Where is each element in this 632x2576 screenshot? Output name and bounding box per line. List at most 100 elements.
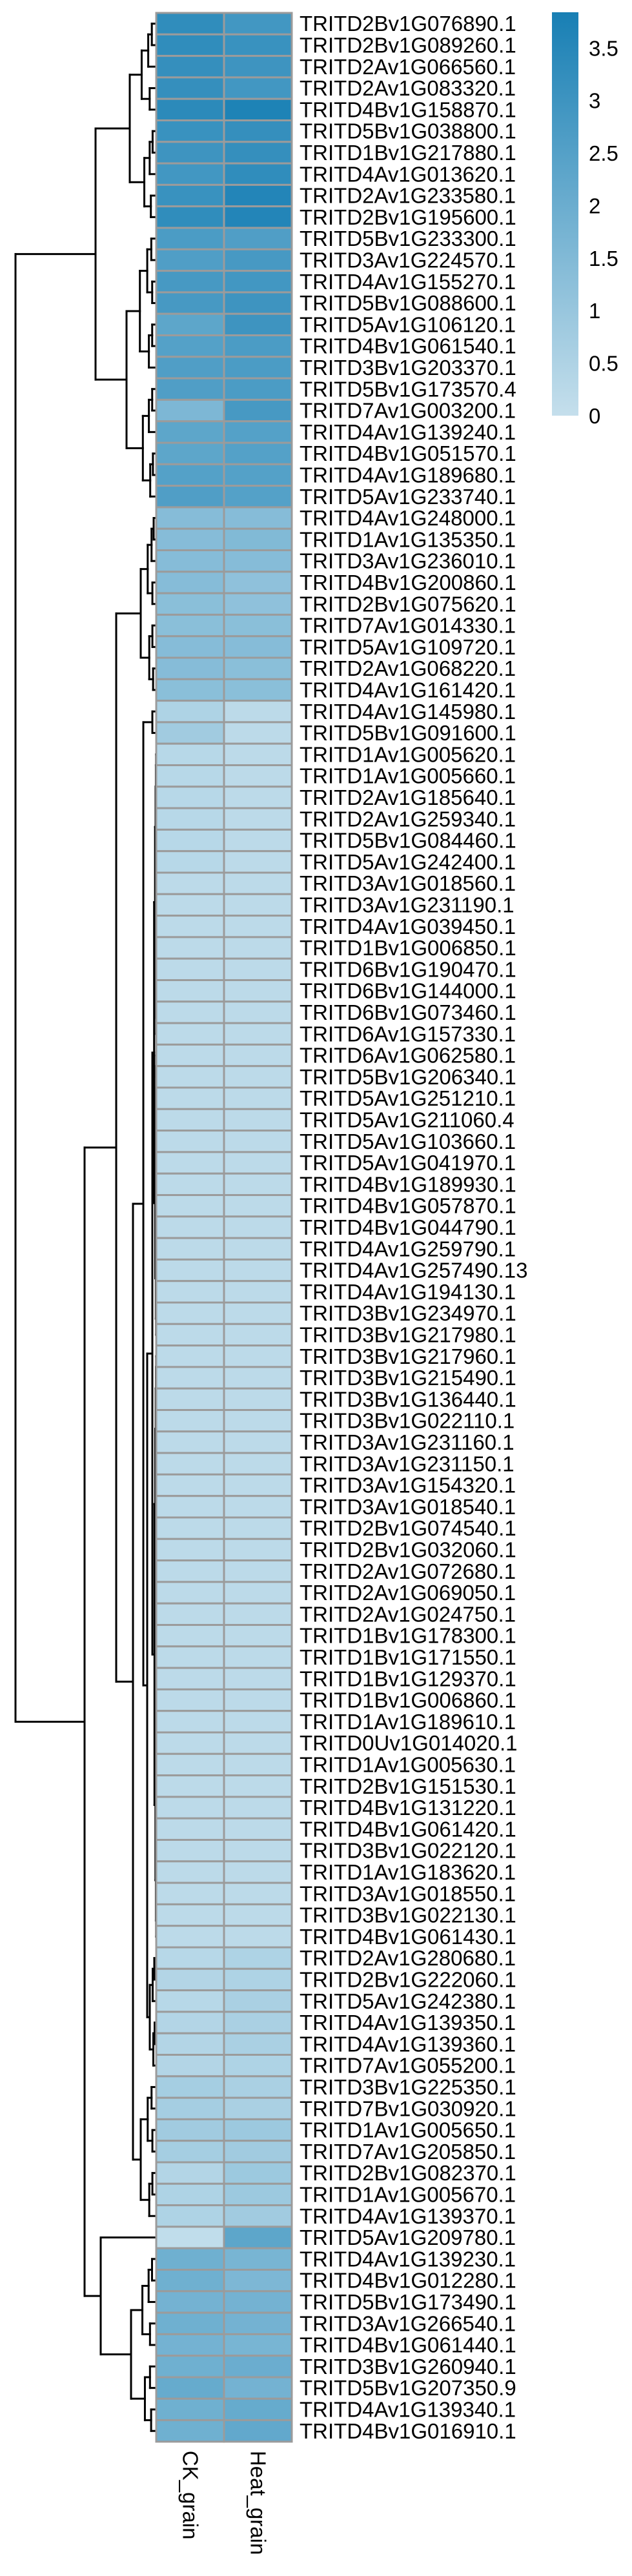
row-label: TRITD2Bv1G082370.1 <box>300 2161 516 2185</box>
heatmap-cell <box>223 1366 293 1390</box>
row-label: TRITD1Bv1G006850.1 <box>300 936 516 960</box>
heatmap-cell <box>223 1473 293 1497</box>
row-label: TRITD1Bv1G217880.1 <box>300 141 516 165</box>
heatmap-cell <box>223 2355 293 2378</box>
row-label: TRITD1Av1G005660.1 <box>300 764 516 788</box>
heatmap-cell <box>155 248 225 272</box>
row-label: TRITD4Bv1G012280.1 <box>300 2269 516 2293</box>
row-label: TRITD4Av1G139360.1 <box>300 2032 516 2056</box>
heatmap-cell <box>223 1172 293 1196</box>
heatmap-cell <box>223 979 293 1003</box>
row-label: TRITD4Av1G139240.1 <box>300 420 516 444</box>
row-label: TRITD3Bv1G022120.1 <box>300 1839 516 1863</box>
row-label: TRITD4Av1G155270.1 <box>300 270 516 294</box>
row-label: TRITD5Bv1G173570.4 <box>300 377 516 401</box>
row-label: TRITD4Bv1G044790.1 <box>300 1215 516 1239</box>
row-label: TRITD7Av1G055200.1 <box>300 2054 516 2078</box>
row-label: TRITD5Av1G103660.1 <box>300 1130 516 1153</box>
heatmap-cell <box>155 1344 225 1368</box>
heatmap-cell <box>155 2118 225 2142</box>
heatmap-cell <box>155 1000 225 1024</box>
row-label: TRITD4Bv1G061540.1 <box>300 334 516 358</box>
row-label: TRITD5Av1G106120.1 <box>300 312 516 336</box>
heatmap-cell <box>155 2397 225 2422</box>
row-label: TRITD4Av1G161420.1 <box>300 678 516 702</box>
heatmap-cell <box>223 527 293 552</box>
heatmap-cell <box>155 1624 225 1648</box>
heatmap-cell <box>223 1925 293 1949</box>
heatmap-cell <box>223 1731 293 1755</box>
row-label: TRITD3Bv1G225350.1 <box>300 2075 516 2099</box>
heatmap-cell <box>155 1237 225 1261</box>
row-label: TRITD4Bv1G131220.1 <box>300 1796 516 1820</box>
heatmap-cell <box>223 1624 293 1648</box>
row-label: TRITD5Bv1G038800.1 <box>300 119 516 143</box>
heatmap-cell <box>155 2161 225 2185</box>
row-label: TRITD4Av1G139230.1 <box>300 2247 516 2271</box>
heatmap-cell <box>223 1688 293 1712</box>
heatmap-cell <box>223 1086 293 1110</box>
heatmap-cell <box>155 527 225 552</box>
heatmap-cell <box>223 1194 293 1218</box>
heatmap-cell <box>155 1473 225 1497</box>
heatmap-cell <box>223 1258 293 1283</box>
heatmap-cell <box>223 2054 293 2078</box>
heatmap-cell <box>223 871 293 895</box>
heatmap-cell <box>223 2161 293 2185</box>
heatmap-cell <box>223 1860 293 1884</box>
row-label: TRITD3Bv1G215490.1 <box>300 1366 516 1390</box>
heatmap-cell <box>155 1774 225 1798</box>
row-label: TRITD5Bv1G206340.1 <box>300 1065 516 1089</box>
heatmap-cell <box>223 2269 293 2293</box>
heatmap-cell <box>223 441 293 465</box>
row-label: TRITD1Bv1G006860.1 <box>300 1689 516 1712</box>
heatmap-cell <box>223 1667 293 1690</box>
heatmap-grid <box>155 12 293 2443</box>
row-label: TRITD4Av1G259790.1 <box>300 1237 516 1261</box>
row-label: TRITD4Bv1G158870.1 <box>300 97 516 121</box>
heatmap-cell <box>155 1495 225 1519</box>
row-label: TRITD4Bv1G061420.1 <box>300 1817 516 1841</box>
heatmap-cell <box>223 463 293 487</box>
row-label: TRITD4Bv1G057870.1 <box>300 1194 516 1218</box>
heatmap-cell <box>155 506 225 530</box>
heatmap-cell <box>155 571 225 594</box>
row-label: TRITD5Bv1G088600.1 <box>300 291 516 315</box>
row-label: TRITD4Bv1G061430.1 <box>300 1925 516 1949</box>
row-label: TRITD0Uv1G014020.1 <box>300 1731 518 1755</box>
heatmap-cell <box>155 1881 225 1905</box>
row-label: TRITD4Av1G039450.1 <box>300 915 516 938</box>
row-label: TRITD5Bv1G084460.1 <box>300 829 516 853</box>
heatmap-cell <box>155 1172 225 1196</box>
heatmap-cell <box>155 1130 225 1153</box>
heatmap-cell <box>155 1925 225 1949</box>
row-label: TRITD4Av1G189680.1 <box>300 463 516 487</box>
heatmap-cell <box>223 850 293 874</box>
heatmap-cell <box>223 1903 293 1927</box>
heatmap-cell <box>223 592 293 616</box>
heatmap-cell <box>223 828 293 853</box>
heatmap-cell <box>223 291 293 315</box>
heatmap-cell <box>223 2032 293 2056</box>
row-label: TRITD3Av1G224570.1 <box>300 248 516 272</box>
heatmap-cell <box>223 2290 293 2314</box>
heatmap-cell <box>155 2032 225 2056</box>
row-label: TRITD5Av1G242400.1 <box>300 850 516 874</box>
heatmap-cell <box>155 1516 225 1540</box>
row-label: TRITD5Av1G242380.1 <box>300 1989 516 2013</box>
heatmap-cell <box>223 1495 293 1519</box>
row-label: TRITD5Av1G209780.1 <box>300 2226 516 2249</box>
heatmap-cell <box>223 1452 293 1476</box>
heatmap-cell <box>223 1881 293 1905</box>
heatmap-cell <box>155 742 225 766</box>
heatmap-cell <box>155 1817 225 1841</box>
heatmap-cell <box>223 1301 293 1325</box>
heatmap-cell <box>155 2333 225 2357</box>
heatmap-cell <box>155 356 225 380</box>
heatmap-cell <box>223 1323 293 1347</box>
heatmap-cell <box>223 2247 293 2271</box>
heatmap-cell <box>155 764 225 788</box>
row-label: TRITD4Av1G257490.13 <box>300 1259 527 1283</box>
heatmap-cell <box>155 183 225 208</box>
